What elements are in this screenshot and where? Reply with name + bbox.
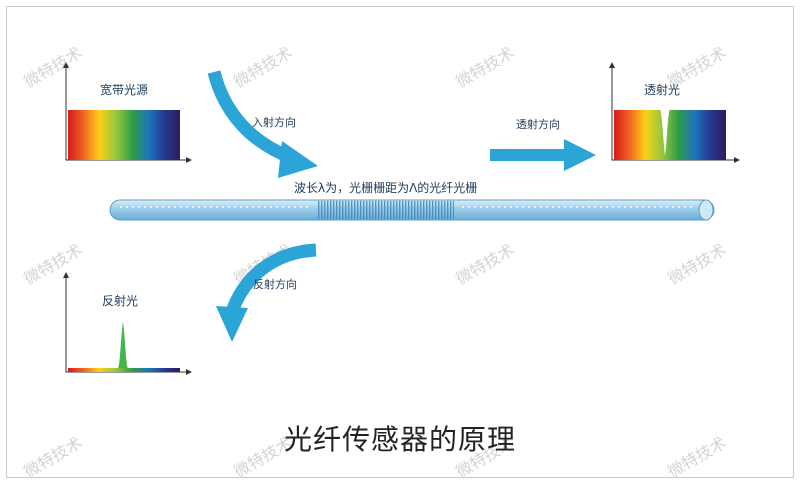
spectrum-baseline bbox=[68, 368, 180, 372]
reflected-light-label: 反射光 bbox=[102, 293, 138, 308]
watermark: 微特技术 bbox=[665, 240, 730, 288]
broadband-source-spectrum: 宽带光源 bbox=[63, 62, 192, 163]
incident-direction-arrow: 入射方向 bbox=[207, 70, 318, 178]
figure-caption: 光纤传感器的原理 bbox=[283, 423, 516, 456]
optical-fiber bbox=[109, 199, 715, 221]
watermark: 微特技术 bbox=[453, 240, 518, 288]
transmitted-spectrum: 透射光 bbox=[609, 62, 740, 163]
reflection-peak bbox=[118, 322, 128, 368]
grating-description: 波长λ为，光栅栅距为Λ的光纤光栅 bbox=[294, 180, 477, 195]
axis bbox=[65, 274, 190, 373]
fiber-end bbox=[698, 199, 714, 221]
transmission-direction-arrow: 透射方向 bbox=[490, 117, 596, 171]
spectrum-band bbox=[68, 110, 180, 160]
broadband-source-label: 宽带光源 bbox=[100, 82, 148, 97]
watermark: 微特技术 bbox=[21, 240, 86, 288]
reflection-direction-label: 反射方向 bbox=[253, 277, 297, 291]
reflected-spectrum: 反射光 bbox=[63, 272, 192, 375]
figure-frame bbox=[6, 6, 794, 478]
transmission-notch bbox=[660, 110, 670, 156]
watermark: 微特技术 bbox=[453, 43, 518, 91]
transmission-direction-label: 透射方向 bbox=[516, 117, 560, 131]
watermark: 微特技术 bbox=[21, 43, 86, 91]
watermark: 微特技术 bbox=[231, 43, 296, 91]
spectrum-band bbox=[614, 110, 726, 160]
watermarks: 微特技术 微特技术 微特技术 微特技术 微特技术 微特技术 微特技术 微特技术 … bbox=[21, 43, 730, 481]
incident-direction-label: 入射方向 bbox=[252, 115, 296, 129]
bragg-grating-section bbox=[318, 201, 454, 219]
reflection-direction-arrow: 反射方向 bbox=[216, 243, 317, 342]
transmitted-light-label: 透射光 bbox=[644, 82, 680, 97]
